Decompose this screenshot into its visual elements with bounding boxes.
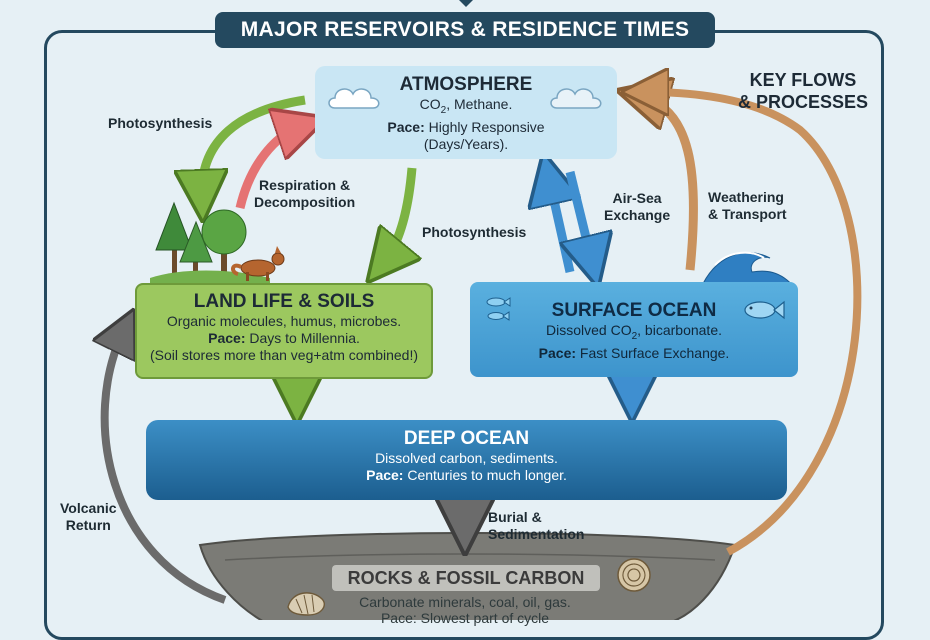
atmosphere-reservoir: ATMOSPHERE CO2, Methane. Pace: Highly Re… [315,66,617,159]
burial-label: Burial & Sedimentation [488,509,584,543]
land-pace-text: Days to Millennia. [245,330,360,346]
rocks-contents: Carbonate minerals, coal, oil, gas. [359,594,571,610]
deep-ocean-contents: Dissolved carbon, sediments. [375,450,558,466]
burial-line1: Burial & [488,509,542,525]
weathering-line2: & Transport [708,206,787,222]
land-note: (Soil stores more than veg+atm combined!… [149,347,419,363]
photosynthesis-left-arrow [202,95,306,196]
cloud-icon [328,88,380,109]
volcanic-line2: Return [65,517,111,533]
weathering-line1: Weathering [708,189,784,205]
rocks-pace: Pace: Slowest part of cycle [380,610,550,626]
respiration-label: Respiration & Decomposition [254,177,355,211]
atmosphere-co2-text: CO [419,96,441,112]
key-flows-line2: & PROCESSES [737,92,868,112]
land-life-soils-reservoir: LAND LIFE & SOILS Organic molecules, hum… [135,283,433,379]
volcanic-return-arrow [105,330,227,604]
frame-notch [459,0,473,7]
surface-ocean-pace-text: Fast Surface Exchange. [576,344,730,361]
atmosphere-contents: CO2, Methane. [315,96,617,119]
respiration-arrow [235,126,302,210]
tree-illustration [150,201,270,286]
atmosphere-pace: Pace: Highly Responsive [315,119,617,136]
fish-icon [744,300,785,320]
title-banner: MAJOR RESERVOIRS & RESIDENCE TIMES [215,12,715,48]
atmosphere-title: ATMOSPHERE [399,74,533,95]
land-pace: Pace: Days to Millennia. [137,330,431,347]
atmosphere-contents-suffix: , Methane. [446,96,513,112]
photosynthesis-center-label: Photosynthesis [422,224,527,240]
surface-ocean-contents-suffix: , bicarbonate. [637,322,722,338]
rocks-title: ROCKS & FOSSIL CARBON [332,565,600,591]
atmosphere-pace-detail: (Days/Years). [423,135,509,152]
deep-ocean-reservoir: DEEP OCEAN Dissolved carbon, sediments. … [146,420,787,500]
atmosphere-pace-text: Highly Responsive [424,118,545,135]
photosynthesis-left-label: Photosynthesis [108,115,213,131]
respiration-line2: Decomposition [254,194,356,210]
land-pace-label: Pace: [208,330,246,346]
surface-ocean-co2-text: Dissolved CO [546,322,632,338]
air-sea-up-arrow [549,178,570,273]
surface-ocean-pace: Pace: Fast Surface Exchange. [470,345,798,362]
respiration-line1: Respiration & [259,177,351,193]
surface-ocean-pace-label: Pace: [538,344,577,361]
rock-weathering-loop-arrow [645,92,862,556]
land-contents: Organic molecules, humus, microbes. [166,313,402,329]
air-sea-exchange-label: Air-Sea Exchange [604,190,670,224]
key-flows-title: KEY FLOWS & PROCESSES [738,69,868,113]
volcanic-line1: Volcanic [60,500,117,516]
page-title: MAJOR RESERVOIRS & RESIDENCE TIMES [240,18,690,41]
deep-ocean-pace-text: Centuries to much longer. [403,467,567,483]
atmosphere-co2-subscript: 2 [440,104,447,116]
air-sea-line1: Air-Sea [612,190,662,206]
surface-ocean-co2-subscript: 2 [631,330,638,342]
surface-ocean-contents: Dissolved CO2, bicarbonate. [470,322,798,345]
burial-line2: Sedimentation [488,526,585,542]
fox-illustration [231,246,285,281]
surface-ocean-reservoir: SURFACE OCEAN Dissolved CO2, bicarbonate… [470,282,798,377]
land-title: LAND LIFE & SOILS [193,291,375,312]
atmosphere-pace-label: Pace: [387,118,425,135]
weathering-arrow [642,97,698,271]
volcanic-return-label: Volcanic Return [60,500,117,534]
weathering-label: Weathering & Transport [708,189,787,223]
surface-ocean-title: SURFACE OCEAN [551,300,717,321]
deep-ocean-pace: Pace: Centuries to much longer. [146,467,787,484]
cloud-icon [550,88,602,109]
ammonite-icon [617,558,651,592]
fish-icon [486,297,511,321]
shell-icon [287,592,326,616]
photosynthesis-center-arrow [384,167,412,262]
deep-ocean-pace-label: Pace: [366,467,404,483]
deep-ocean-title: DEEP OCEAN [403,428,530,449]
air-sea-down-arrow [570,170,592,262]
air-sea-line2: Exchange [604,207,671,223]
key-flows-line1: KEY FLOWS [749,70,857,90]
